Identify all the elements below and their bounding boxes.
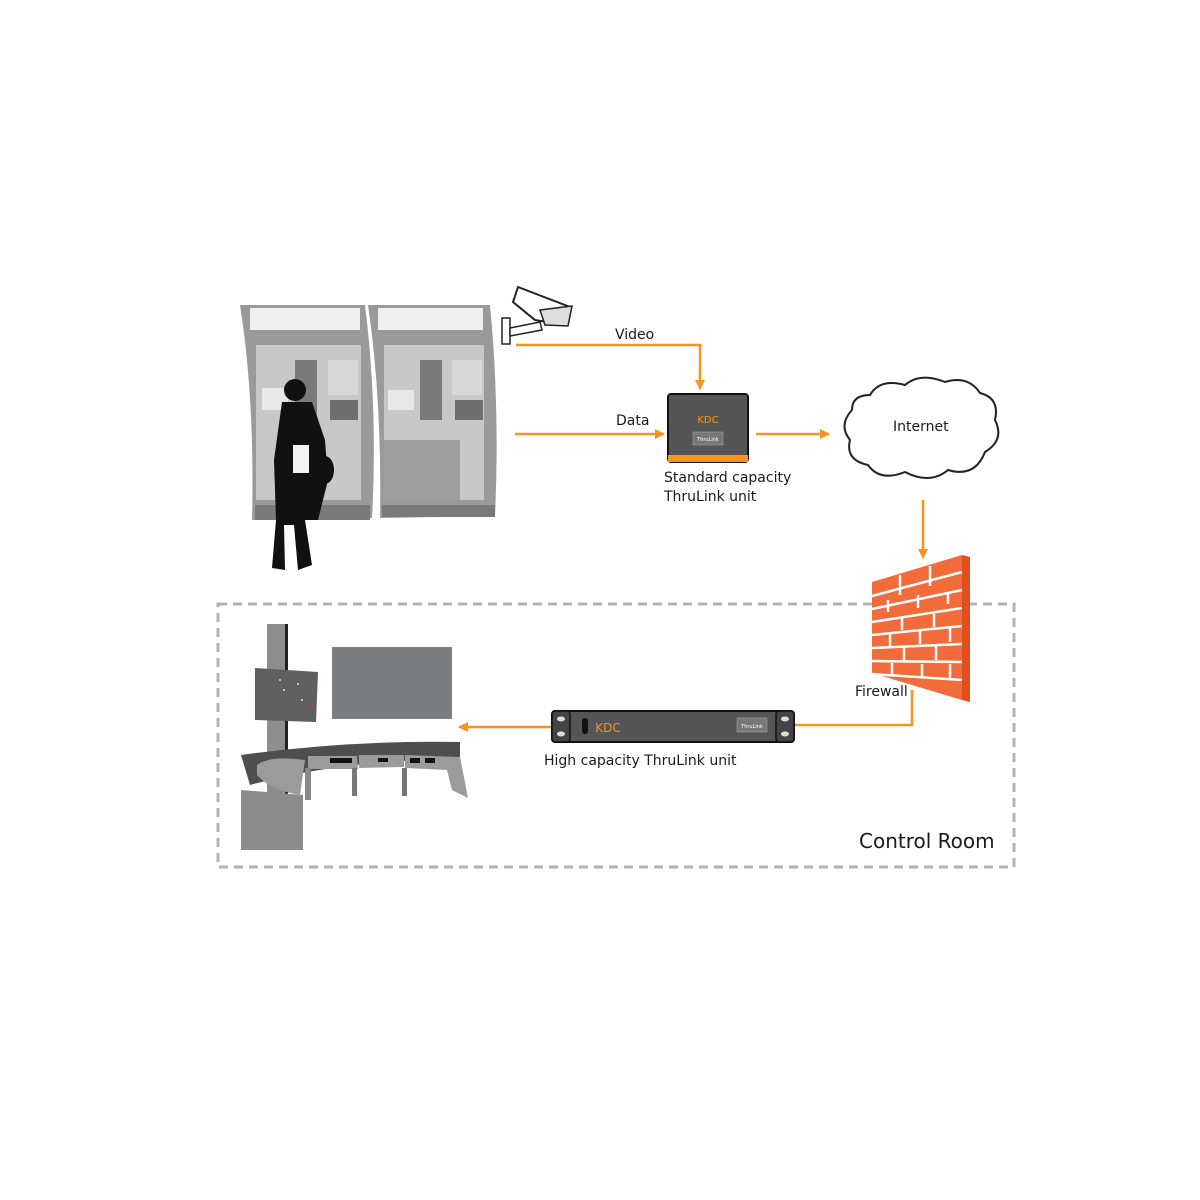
internet-label: Internet: [893, 419, 949, 435]
standard-thrulink-unit: KDC ThruLink: [667, 393, 749, 463]
arrow-video: [516, 343, 705, 390]
thrulink-mark-large: ThruLink: [740, 724, 763, 730]
kdc-logo-large: KDC: [595, 721, 621, 735]
thrulink-mark-small: ThruLink: [696, 437, 719, 443]
standard-unit-label-line2: ThruLink unit: [664, 489, 757, 505]
standard-unit-label-line1: Standard capacity: [664, 470, 792, 486]
security-camera: [501, 285, 573, 345]
video-wall-screen: [332, 647, 452, 719]
control-room-illustration: [241, 624, 468, 850]
video-label: Video: [615, 327, 655, 343]
line-firewall-to-unit: [795, 690, 914, 727]
internet-cloud: [843, 376, 1000, 479]
control-room-boundary: [216, 602, 1016, 869]
high-unit-label: High capacity ThruLink unit: [544, 753, 737, 769]
kdc-logo-small: KDC: [697, 415, 718, 426]
firewall-label: Firewall: [855, 684, 908, 700]
firewall-wall: [871, 555, 970, 702]
data-label: Data: [616, 413, 650, 429]
control-room-label: Control Room: [859, 829, 995, 853]
high-capacity-thrulink-unit: KDC ThruLink: [551, 710, 795, 743]
person-silhouette: [272, 379, 334, 570]
connections: [458, 343, 928, 732]
atm-right: [368, 305, 497, 518]
